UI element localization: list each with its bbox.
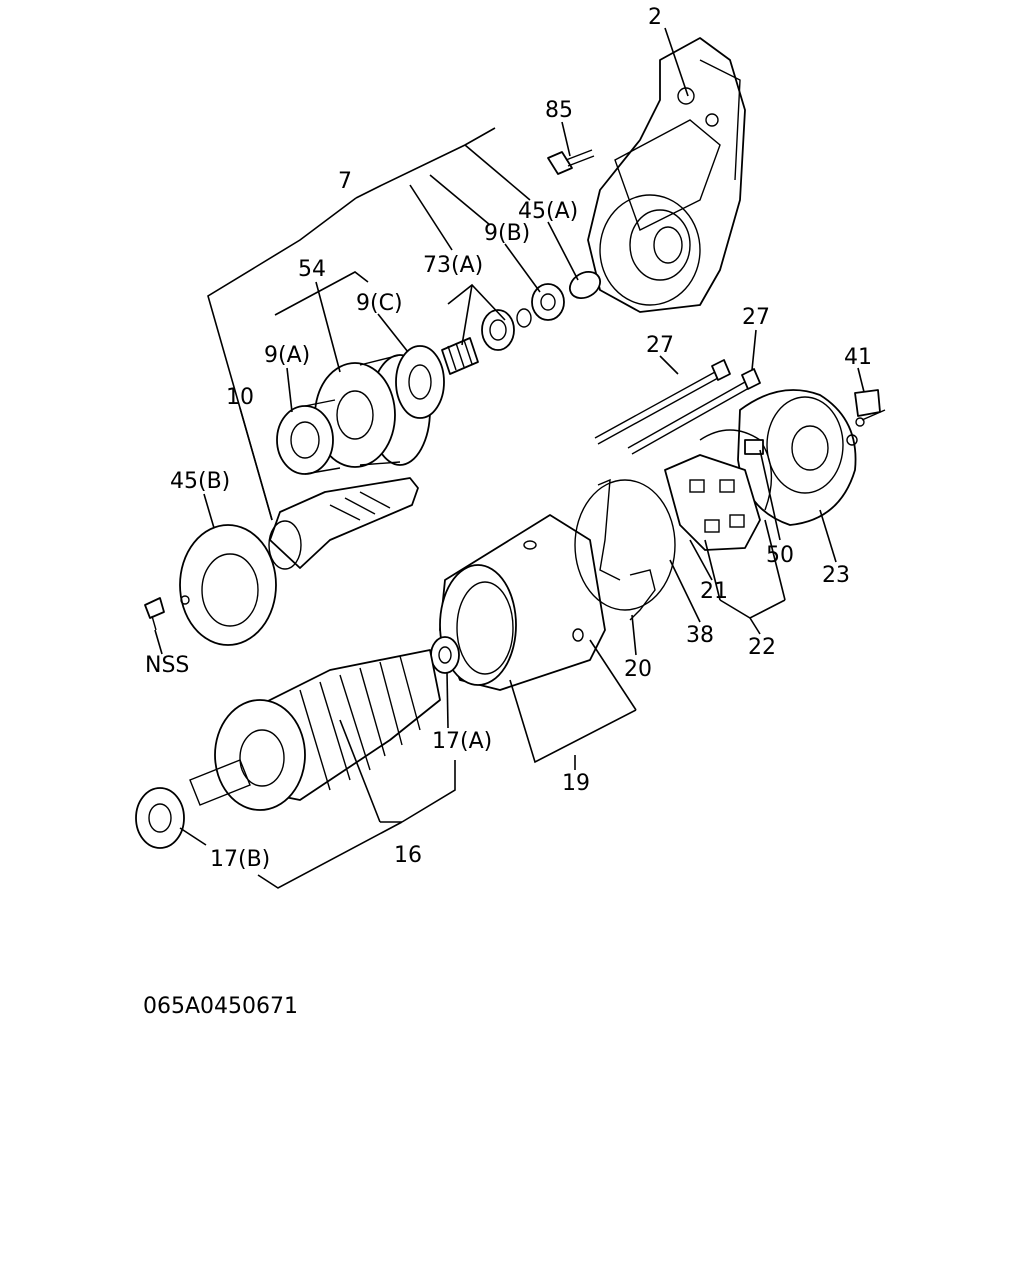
yoke-19-part <box>439 514 606 691</box>
label-nss: NSS <box>145 653 189 678</box>
label-54: 54 <box>298 257 326 282</box>
drawing-code: 065A0450671 <box>143 994 298 1019</box>
label-2: 2 <box>648 5 662 30</box>
rear-cover-23-part <box>737 389 858 526</box>
bearing-9a-part <box>276 399 341 475</box>
bearing-17a-part <box>430 636 460 674</box>
label-27-right: 27 <box>742 305 770 330</box>
screw-nss-part <box>144 597 165 631</box>
terminal-part <box>629 569 656 621</box>
label-45b: 45(B) <box>170 469 230 494</box>
brush-part <box>744 439 764 455</box>
label-9c: 9(C) <box>356 291 403 316</box>
lead-20-part <box>597 478 621 581</box>
label-45a: 45(A) <box>518 199 578 224</box>
gasket-38-part <box>574 479 676 611</box>
collar-73a-part <box>481 309 515 351</box>
label-38: 38 <box>686 623 714 648</box>
label-7: 7 <box>338 169 352 194</box>
spring-73a-part <box>441 337 479 375</box>
label-19: 19 <box>562 771 590 796</box>
plate-45b-part <box>179 524 277 646</box>
label-23: 23 <box>822 563 850 588</box>
label-73a: 73(A) <box>423 253 483 278</box>
label-41: 41 <box>844 345 872 370</box>
label-9b: 9(B) <box>484 221 530 246</box>
pinion-shaft-10-part <box>268 477 419 570</box>
armature-16-part <box>189 649 441 811</box>
label-20: 20 <box>624 657 652 682</box>
label-22: 22 <box>748 635 776 660</box>
bolt-85-part <box>547 149 595 175</box>
bearing-9b-part <box>531 283 565 321</box>
screw-41-part <box>854 389 886 427</box>
label-16: 16 <box>394 843 422 868</box>
clip-part <box>516 308 532 328</box>
bearing-9c-part <box>395 345 445 419</box>
label-9a: 9(A) <box>264 343 310 368</box>
label-10: 10 <box>226 385 254 410</box>
label-50: 50 <box>766 543 794 568</box>
bearing-17b-part <box>135 787 185 849</box>
label-21: 21 <box>700 579 728 604</box>
label-17b: 17(B) <box>210 847 270 872</box>
label-17a: 17(A) <box>432 729 492 754</box>
leader-lines <box>154 27 865 889</box>
through-bolt-27-part <box>594 359 761 455</box>
callout-labels: 2 85 7 45(A) 9(B) 73(A) 54 9(C) 9(A) 10 … <box>145 5 872 872</box>
brush-holder-22-part <box>664 454 761 551</box>
drive-housing-part <box>587 37 746 313</box>
label-27-left: 27 <box>646 333 674 358</box>
label-85: 85 <box>545 98 573 123</box>
